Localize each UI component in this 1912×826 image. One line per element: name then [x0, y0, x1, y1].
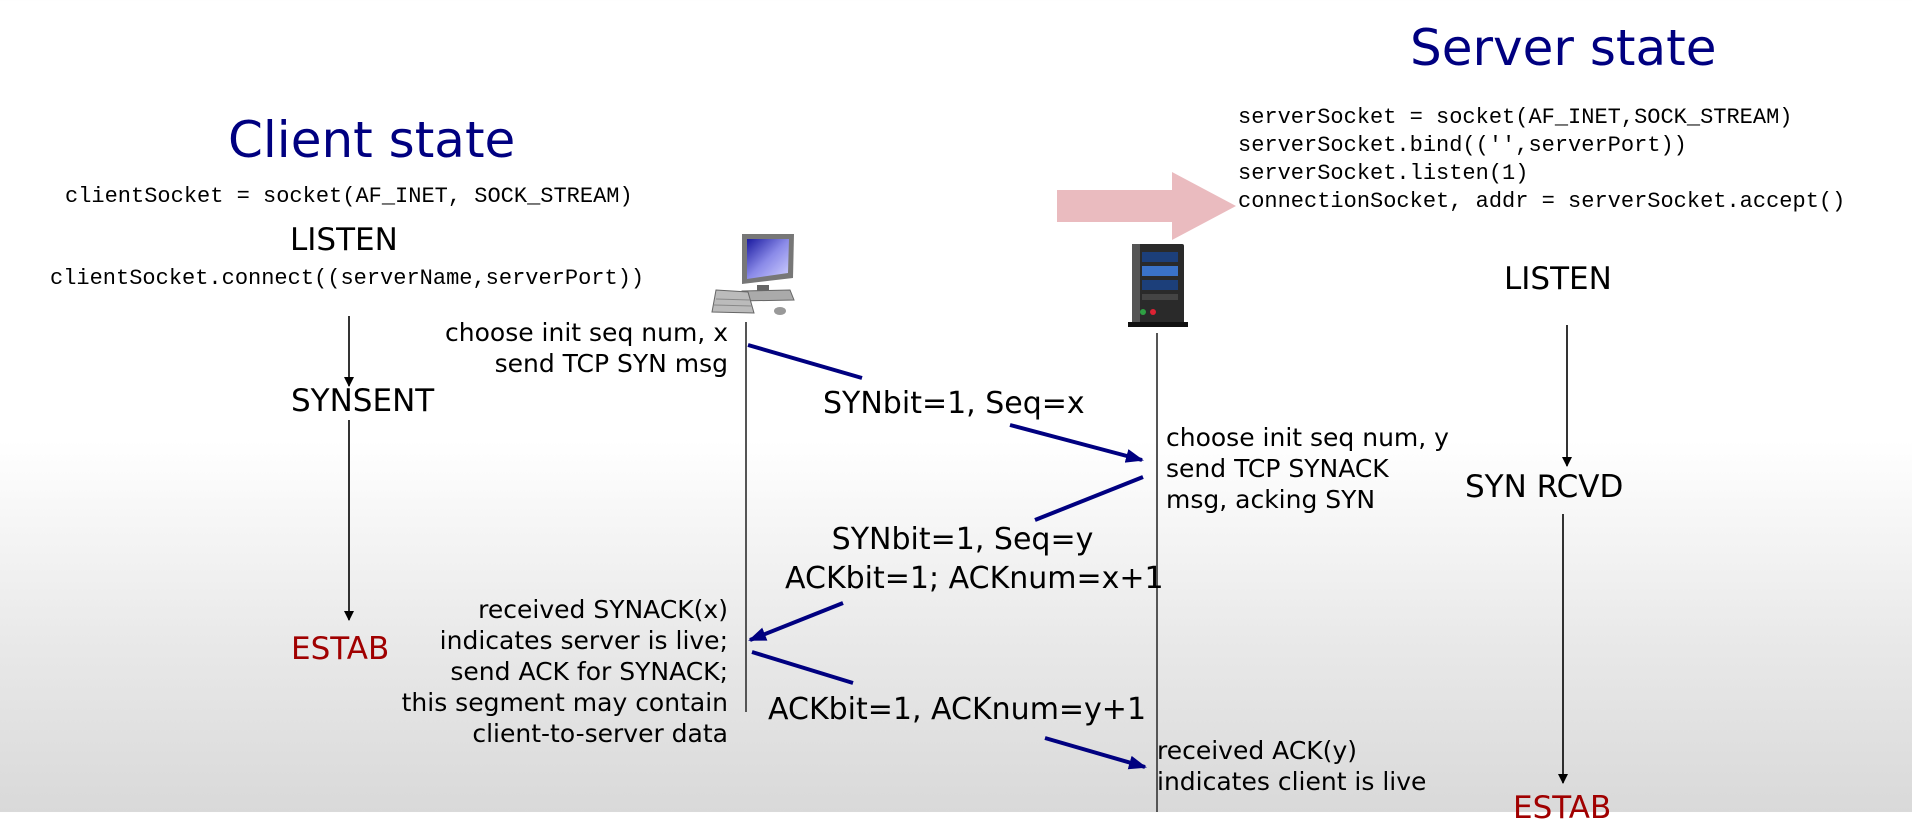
server-code-line: connectionSocket, addr = serverSocket.ac… [1238, 189, 1846, 214]
server-state-listen: LISTEN [1504, 261, 1612, 297]
client-connect-code: clientSocket.connect((serverName,serverP… [50, 266, 645, 291]
server-state-title: Server state [1410, 19, 1717, 77]
note-line: msg, acking SYN [1166, 485, 1376, 514]
client-syn-note: choose init seq num, x send TCP SYN msg [445, 317, 728, 379]
server-code-line: serverSocket.listen(1) [1238, 161, 1529, 186]
syn-message-label: SYNbit=1, Seq=x [823, 386, 1085, 421]
client-state-title: Client state [228, 111, 516, 169]
server-synack-note: choose init seq num, y send TCP SYNACK m… [1166, 422, 1449, 515]
note-line: indicates client is live [1157, 767, 1427, 796]
note-line: send ACK for SYNACK; [450, 657, 728, 686]
server-state-estab: ESTAB [1513, 790, 1612, 826]
server-ack-received-note: received ACK(y) indicates client is live [1157, 735, 1426, 797]
synack-label-line: ACKbit=1; ACKnum=x+1 [785, 561, 1164, 596]
ack-message-label: ACKbit=1, ACKnum=y+1 [768, 692, 1147, 727]
note-line: received SYNACK(x) [478, 595, 728, 624]
desktop-computer-icon [711, 234, 795, 315]
note-line: choose init seq num, x [445, 318, 728, 347]
client-synack-received-note: received SYNACK(x) indicates server is l… [402, 594, 728, 749]
synack-message-label: SYNbit=1, Seq=y ACKbit=1; ACKnum=x+1 [785, 520, 1164, 598]
server-code-block: serverSocket = socket(AF_INET,SOCK_STREA… [1238, 104, 1845, 216]
note-line: received ACK(y) [1157, 736, 1357, 765]
note-line: indicates server is live; [439, 626, 728, 655]
server-tower-icon [1128, 244, 1188, 327]
syn-arrow [747, 343, 1144, 463]
server-code-line: serverSocket.bind(('',serverPort)) [1238, 133, 1687, 158]
client-state-synsent: SYNSENT [291, 383, 435, 419]
synack-arrow [748, 475, 1144, 642]
client-socket-code: clientSocket = socket(AF_INET, SOCK_STRE… [65, 184, 633, 209]
note-line: send TCP SYNACK [1166, 454, 1389, 483]
client-state-listen: LISTEN [290, 222, 398, 258]
note-line: this segment may contain [401, 688, 728, 717]
synack-label-line: SYNbit=1, Seq=y [831, 522, 1094, 557]
client-state-estab: ESTAB [291, 631, 390, 667]
ack-arrow [751, 650, 1147, 770]
note-line: client-to-server data [472, 719, 728, 748]
note-line: choose init seq num, y [1166, 423, 1449, 452]
note-line: send TCP SYN msg [494, 349, 728, 378]
server-state-syn-rcvd: SYN RCVD [1465, 469, 1624, 505]
pink-arrow-icon [1057, 172, 1236, 240]
server-code-line: serverSocket = socket(AF_INET,SOCK_STREA… [1238, 105, 1793, 130]
